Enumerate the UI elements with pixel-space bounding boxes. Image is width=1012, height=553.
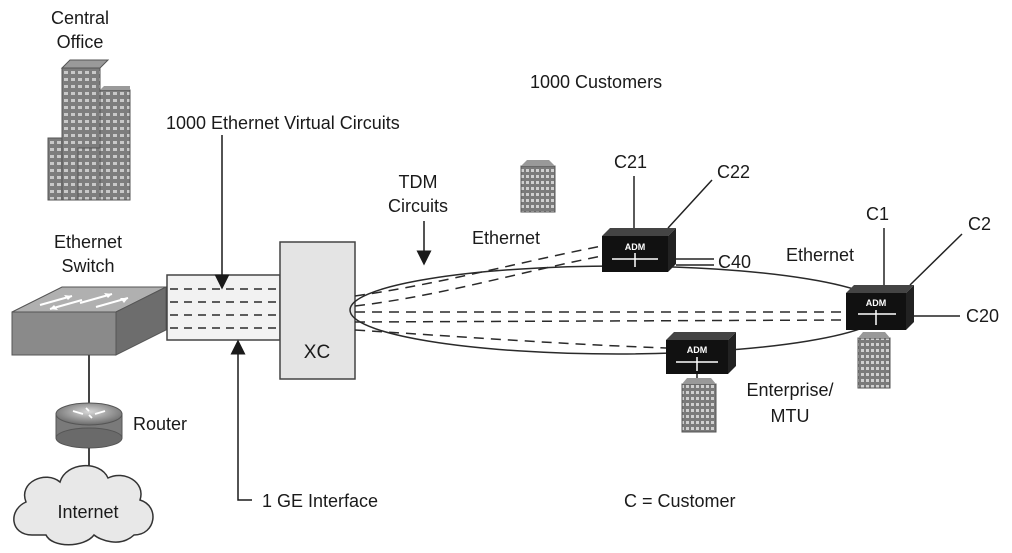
adm-bottom-label: ADM xyxy=(687,345,708,355)
adm-top-label: ADM xyxy=(625,242,646,252)
ge-interface-box xyxy=(166,274,281,341)
router-label: Router xyxy=(133,414,187,434)
customer-building-icon xyxy=(520,160,556,213)
ethernet-switch-label-line2: Switch xyxy=(61,256,114,276)
tdm-label-line2: Circuits xyxy=(388,196,448,216)
adm-right-node: ADM xyxy=(846,285,914,330)
evc-dashed-lines xyxy=(170,288,280,329)
adm-bottom-node: ADM xyxy=(666,332,736,374)
customer-c22-label: C22 xyxy=(717,162,750,182)
internet-cloud-icon xyxy=(13,464,154,546)
customer-c1-label: C1 xyxy=(866,204,889,224)
ethernet-switch-icon xyxy=(11,286,167,356)
central-office-label-line2: Office xyxy=(57,32,104,52)
legend-label: C = Customer xyxy=(624,491,736,511)
enterprise-label-line1: Enterprise/ xyxy=(746,380,833,400)
customer-c40-label: C40 xyxy=(718,252,751,272)
c22-link xyxy=(667,179,713,229)
ethernet-switch-label-line1: Ethernet xyxy=(54,232,122,252)
enterprise-label-line2: MTU xyxy=(771,406,810,426)
central-office-label-line1: Central xyxy=(51,8,109,28)
xc-cross-connect xyxy=(279,241,356,380)
internet-label: Internet xyxy=(57,502,118,522)
customers-count-label: 1000 Customers xyxy=(530,72,662,92)
ethernet-top-label: Ethernet xyxy=(472,228,540,248)
customer-c2-label: C2 xyxy=(968,214,991,234)
xc-label: XC xyxy=(304,342,330,363)
customer-c20-label: C20 xyxy=(966,306,999,326)
tdm-label-line1: TDM xyxy=(399,172,438,192)
adm-right-label: ADM xyxy=(866,298,887,308)
right-customer-building-icon xyxy=(857,332,891,389)
router-icon xyxy=(55,402,123,449)
central-office-building-icon xyxy=(47,59,131,201)
ethernet-right-label: Ethernet xyxy=(786,245,854,265)
c2-link xyxy=(909,233,963,286)
ge-interface-pointer-arrow xyxy=(230,339,252,501)
adm-top-node: ADM xyxy=(602,228,676,272)
sonet-ring xyxy=(349,265,887,355)
customer-c21-label: C21 xyxy=(614,152,647,172)
enterprise-building-icon xyxy=(681,378,717,433)
tdm-dashed-lines xyxy=(354,245,847,349)
ge-interface-label: 1 GE Interface xyxy=(262,491,378,511)
evc-label: 1000 Ethernet Virtual Circuits xyxy=(166,113,400,133)
